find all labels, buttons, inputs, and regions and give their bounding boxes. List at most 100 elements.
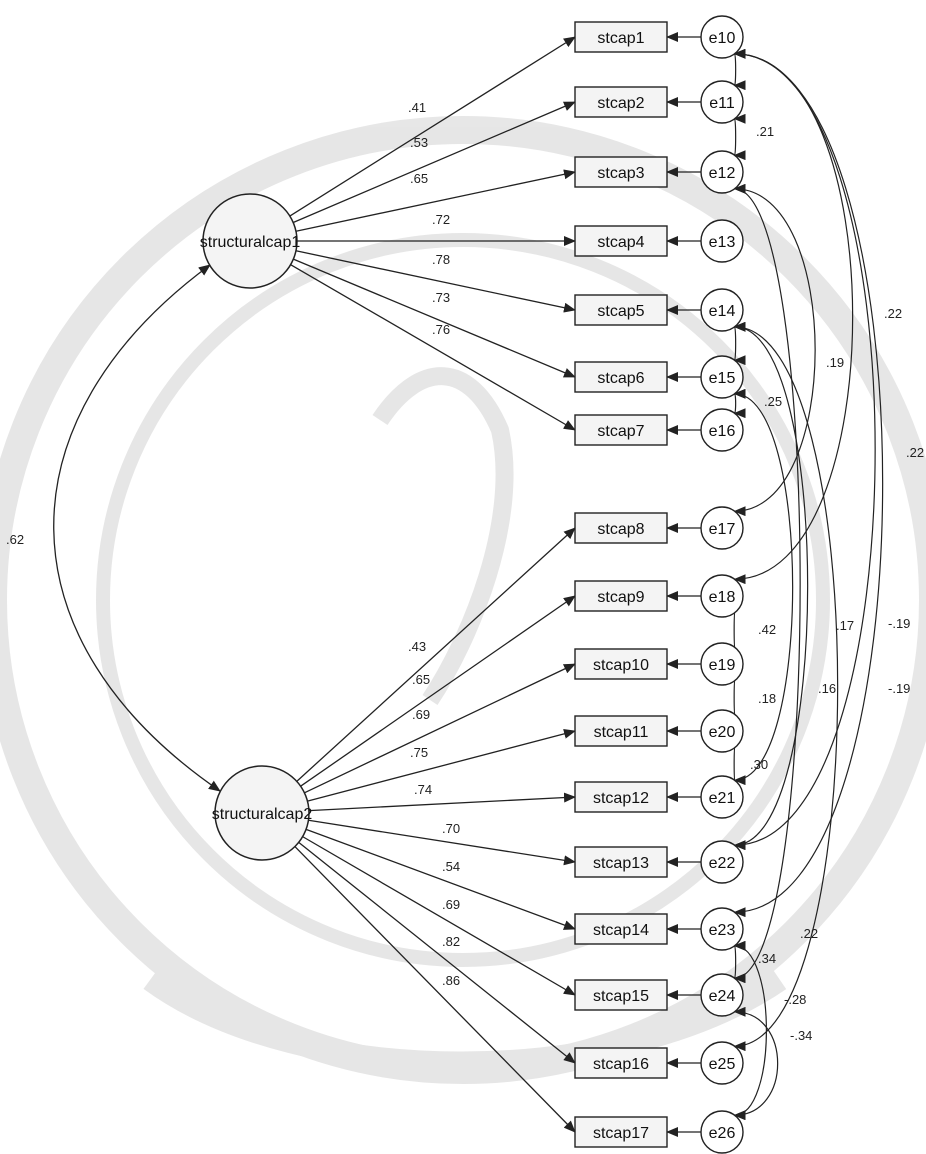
error-label-e18: e18 [709,589,736,606]
covariance-curve-e24-e26 [733,1006,779,1121]
indicator-box-stcap2 [574,86,668,118]
indicator-label-stcap3: stcap3 [597,165,644,182]
error-label-e16: e16 [709,423,736,440]
latent-circle-L1 [202,193,298,289]
error-label-e11: e11 [709,95,735,112]
indicator-label-stcap13: stcap13 [593,855,649,872]
indicator-box-stcap11 [574,715,668,747]
loading-path-stcap17 [294,846,576,1133]
error-circle-e26 [700,1110,744,1154]
covariance-value-e24-e26: -.28 [784,992,806,1007]
covariance-curve-e15-e21 [733,388,794,786]
loading-value-stcap8: .43 [408,639,426,654]
error-label-e26: e26 [709,1125,736,1142]
latent-label-L1: structuralcap1 [200,234,301,251]
loading-value-stcap5: .78 [432,252,450,267]
indicator-box-stcap7 [574,414,668,446]
error-circle-e18 [700,574,744,618]
latent-correlation-curve [53,264,221,792]
error-circle-e14 [700,288,744,332]
covariance-value-e14-e25: -.19 [888,681,910,696]
indicator-box-stcap4 [574,225,668,257]
loading-value-stcap14: .54 [442,859,460,874]
loading-path-stcap14 [305,828,576,930]
covariance-curve-e14-e25 [733,321,839,1052]
indicator-box-stcap5 [574,294,668,326]
loading-path-stcap5 [295,250,576,313]
indicator-label-stcap9: stcap9 [597,589,644,606]
loading-value-stcap15: .69 [442,897,460,912]
loading-value-stcap6: .73 [432,290,450,305]
covariance-curve-e23-e26 [733,940,767,1121]
error-circle-e19 [700,642,744,686]
loading-path-stcap8 [296,527,576,782]
indicator-box-stcap15 [574,979,668,1011]
covariance-value-e10-e23: -.19 [888,616,910,631]
indicator-label-stcap16: stcap16 [593,1056,649,1073]
indicator-label-stcap6: stcap6 [597,370,644,387]
covariance-curve-e15-e16 [733,388,746,419]
indicator-box-stcap6 [574,361,668,393]
covariance-value-e15-e16: .25 [764,394,782,409]
loading-value-stcap12: .74 [414,782,432,797]
covariance-value-e12-e17: .19 [826,355,844,370]
loading-value-stcap10: .69 [412,707,430,722]
indicator-box-stcap1 [574,21,668,53]
loading-path-stcap12 [308,792,576,812]
loading-value-stcap13: .70 [442,821,460,836]
error-circle-e22 [700,840,744,884]
latent-circle-L2 [214,765,310,861]
indicator-box-stcap3 [574,156,668,188]
indicator-box-stcap17 [574,1116,668,1148]
indicator-box-stcap14 [574,913,668,945]
indicator-label-stcap17: stcap17 [593,1125,649,1142]
error-label-e14: e14 [709,303,736,320]
covariance-value-e14-e22: .17 [836,618,854,633]
latent-label-L2: structuralcap2 [212,806,313,823]
indicator-label-stcap1: stcap1 [597,30,644,47]
loading-path-stcap9 [300,595,576,787]
label-layer: .41.53.65.72.78.73.76.43.65.69.75.74.70.… [6,100,924,1043]
indicator-label-stcap11: stcap11 [594,724,649,741]
university-watermark [0,116,926,1084]
loading-value-stcap16: .82 [442,934,460,949]
indicator-label-stcap4: stcap4 [597,234,644,251]
loading-path-stcap16 [298,841,576,1064]
indicator-box-stcap9 [574,580,668,612]
indicator-box-stcap12 [574,781,668,813]
loading-value-stcap11: .75 [410,745,428,760]
error-circle-e25 [700,1041,744,1085]
error-circle-e13 [700,219,744,263]
loading-path-stcap15 [302,836,576,996]
loading-value-stcap1: .41 [408,100,426,115]
error-label-e21: e21 [709,790,736,807]
indicator-label-stcap5: stcap5 [597,303,644,320]
covariance-value-e15-e21: .16 [818,681,836,696]
covariance-curve-e11-e12 [733,114,746,160]
covariance-value-e11-e12: .21 [756,124,774,139]
loading-path-stcap10 [304,663,576,794]
indicator-box-stcap13 [574,846,668,878]
indicator-label-stcap7: stcap7 [597,423,644,440]
indicator-label-stcap10: stcap10 [593,657,649,674]
error-label-e24: e24 [709,988,736,1005]
error-circle-e17 [700,506,744,550]
loading-value-stcap17: .86 [442,973,460,988]
covariance-layer [53,48,884,1121]
loading-value-stcap2: .53 [410,135,428,150]
loading-path-stcap2 [292,101,576,224]
error-label-e15: e15 [709,370,736,387]
error-label-e10: e10 [709,30,736,47]
indicator-box-stcap16 [574,1047,668,1079]
error-circle-e20 [700,709,744,753]
covariance-value-e10-e18: .22 [884,306,902,321]
node-layer: structuralcap1 structuralcap2 stcap1 e10 stc… [200,15,744,1154]
loading-value-stcap4: .72 [432,212,450,227]
indicator-box-stcap10 [574,648,668,680]
covariance-curve-e10-e11 [733,49,746,90]
indicator-box-stcap8 [574,512,668,544]
covariance-value-e20-e21: .30 [750,757,768,772]
covariance-curve-e12-e24 [733,183,801,984]
error-circle-e10 [700,15,744,59]
